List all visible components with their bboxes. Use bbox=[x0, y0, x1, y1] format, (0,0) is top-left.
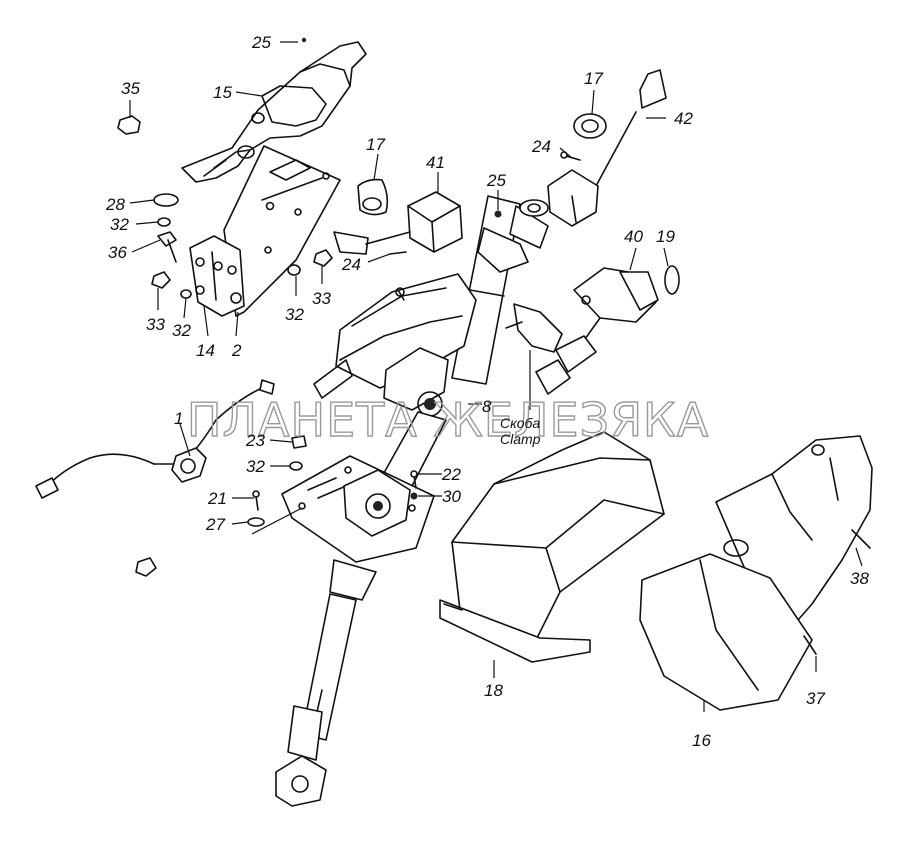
label-33-center: 33 bbox=[312, 289, 331, 308]
label-17-right: 17 bbox=[584, 69, 603, 88]
universal-joint-lower bbox=[275, 755, 327, 807]
label-32-left: 32 bbox=[172, 321, 191, 340]
screw-24-left bbox=[389, 251, 407, 255]
label-2: 2 bbox=[231, 341, 242, 360]
clamp bbox=[505, 303, 563, 353]
label-1: 1 bbox=[174, 409, 183, 428]
intermediate-shaft bbox=[287, 559, 377, 761]
bracket-14 bbox=[189, 235, 245, 317]
cable-1 bbox=[35, 379, 275, 499]
cap-17-right bbox=[573, 113, 607, 139]
clamp-note-ru: Скоба bbox=[500, 415, 540, 431]
watermark-text: ПЛАНЕТА ЖЕЛЕЗЯКА bbox=[187, 393, 709, 447]
label-19: 19 bbox=[656, 227, 675, 246]
nut-25-mid bbox=[495, 211, 501, 217]
plate-2 bbox=[223, 145, 341, 317]
switch-41 bbox=[333, 191, 463, 255]
nut-25-top bbox=[301, 37, 307, 43]
lever-42 bbox=[547, 69, 667, 227]
cap-nut-35 bbox=[117, 115, 141, 135]
label-18: 18 bbox=[484, 681, 503, 700]
casing-16 bbox=[639, 435, 873, 711]
boot-17-left bbox=[357, 178, 389, 216]
label-14: 14 bbox=[196, 341, 215, 360]
label-32-upper: 32 bbox=[110, 215, 129, 234]
label-24-left: 24 bbox=[341, 255, 361, 274]
label-41: 41 bbox=[426, 153, 445, 172]
callout-labels: 25 35 15 17 42 24 17 41 25 28 32 36 40 1… bbox=[105, 33, 869, 750]
screw-38 bbox=[851, 529, 871, 549]
label-8: 8 bbox=[482, 397, 492, 416]
label-24-right: 24 bbox=[531, 137, 551, 156]
washer-32-low bbox=[289, 461, 303, 471]
label-38: 38 bbox=[850, 569, 869, 588]
leader-lines bbox=[129, 41, 863, 712]
washer-32-center bbox=[287, 264, 301, 276]
seal-ring-19 bbox=[664, 265, 680, 295]
bracket-15 bbox=[181, 41, 367, 183]
label-28: 28 bbox=[105, 195, 125, 214]
column-bracket bbox=[313, 273, 477, 417]
bolt-21 bbox=[252, 490, 260, 511]
label-25-mid: 25 bbox=[486, 171, 506, 190]
label-22: 22 bbox=[441, 465, 461, 484]
label-32-center: 32 bbox=[285, 305, 304, 324]
washer-32-left bbox=[180, 289, 192, 299]
washer-32-upper bbox=[157, 217, 171, 227]
washer-27 bbox=[247, 517, 265, 527]
label-16: 16 bbox=[692, 731, 711, 750]
nut-33-left bbox=[151, 271, 171, 289]
label-42: 42 bbox=[674, 109, 693, 128]
label-32-low: 32 bbox=[246, 457, 265, 476]
label-15: 15 bbox=[213, 83, 232, 102]
label-37: 37 bbox=[806, 689, 825, 708]
nut-33-center bbox=[313, 249, 333, 267]
nut-30 bbox=[410, 492, 418, 500]
nut-loose bbox=[135, 557, 157, 577]
label-21: 21 bbox=[207, 489, 227, 508]
label-33-left: 33 bbox=[146, 315, 165, 334]
label-36: 36 bbox=[108, 243, 127, 262]
label-17-left: 17 bbox=[366, 135, 385, 154]
cover-18 bbox=[439, 431, 665, 663]
label-35: 35 bbox=[121, 79, 140, 98]
label-23: 23 bbox=[245, 431, 265, 450]
bolt-23 bbox=[291, 435, 307, 449]
clamp-note-en: Clamp bbox=[500, 431, 541, 447]
bolt-36 bbox=[157, 231, 177, 263]
label-25-top: 25 bbox=[251, 33, 271, 52]
label-27: 27 bbox=[205, 515, 225, 534]
bolt-22 bbox=[410, 470, 418, 489]
washer-28 bbox=[153, 193, 179, 207]
universal-joint-upper bbox=[343, 469, 411, 537]
ignition-switch-40 bbox=[535, 267, 659, 395]
screw-37 bbox=[803, 635, 817, 655]
label-30: 30 bbox=[442, 487, 461, 506]
label-40: 40 bbox=[624, 227, 643, 246]
